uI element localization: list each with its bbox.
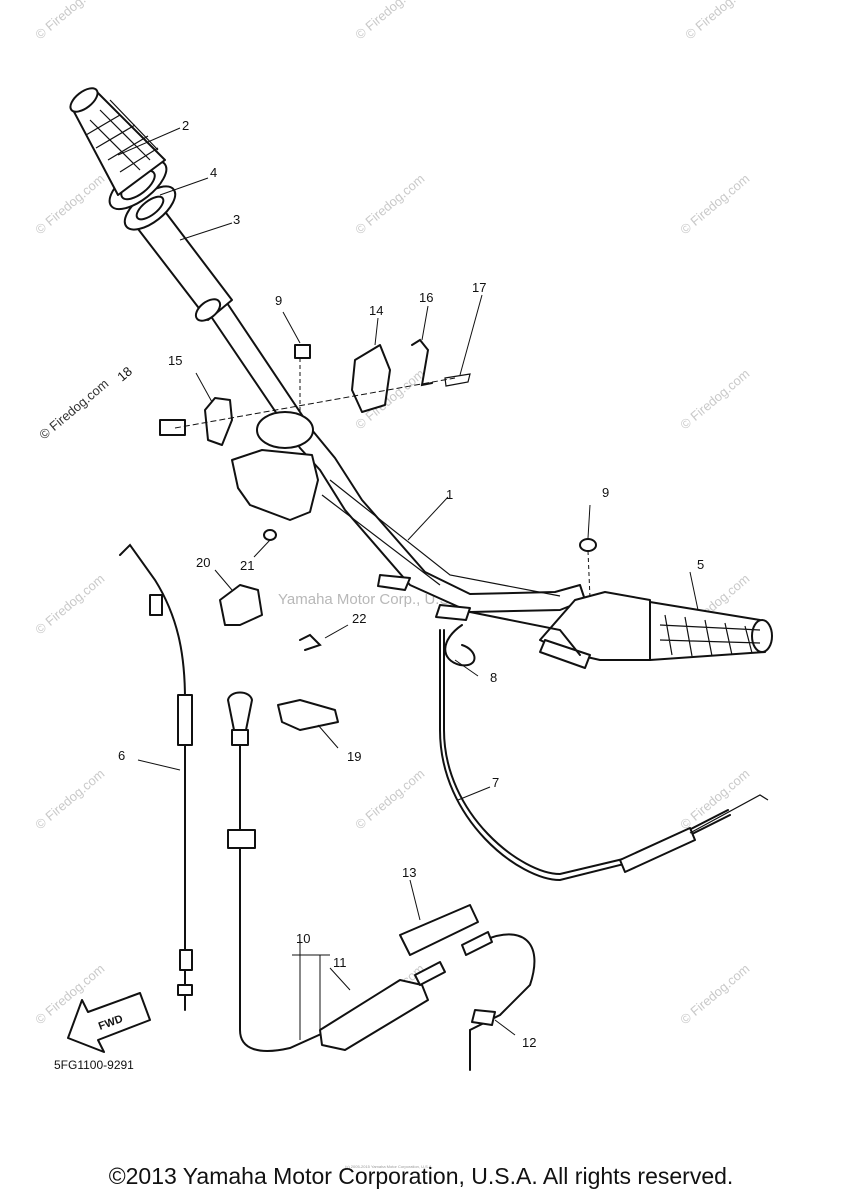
callout-label: 7	[492, 775, 499, 790]
watermark: © Firedog.com	[352, 766, 427, 832]
callout-label: 4	[210, 165, 217, 180]
fwd-arrow: FWD	[67, 992, 151, 1053]
watermark: © Firedog.com	[32, 571, 107, 637]
callout-label: 8	[490, 670, 497, 685]
callout-label: 1	[446, 487, 453, 502]
copyright-footer: ©2013 Yamaha Motor Corporation, U.S.A. A…	[108, 1163, 734, 1189]
left-grip	[69, 87, 233, 322]
callout-label: 5	[697, 557, 704, 572]
callout-label: 12	[522, 1035, 536, 1050]
watermark: © Firedog.com	[677, 366, 752, 432]
callout-label: 2	[182, 118, 189, 133]
watermark: © Firedog.com	[352, 171, 427, 237]
callout-label: 6	[118, 748, 125, 763]
callout-labels: 2 4 3 9 14 16 17 15 18 1 9 5 20 21 22 8 …	[114, 118, 704, 1050]
watermark: © Firedog.com	[677, 961, 752, 1027]
callout-leaders	[117, 127, 699, 1040]
right-grip-assembly	[539, 538, 773, 669]
callout-label: 18	[114, 364, 135, 385]
callout-label: 19	[347, 749, 361, 764]
callout-label: 14	[369, 303, 383, 318]
watermark: © Firedog.com	[682, 0, 757, 42]
watermark: © Firedog.com	[32, 0, 107, 42]
watermark: © Firedog.com	[32, 766, 107, 832]
callout-label: 3	[233, 212, 240, 227]
watermark: © Firedog.com	[36, 376, 111, 442]
watermark: © Firedog.com	[352, 0, 427, 42]
clamp-parts	[159, 338, 471, 446]
callout-label: 17	[472, 280, 486, 295]
watermark-center: Yamaha Motor Corp., U.S.A.	[278, 591, 468, 608]
callout-label: 9	[275, 293, 282, 308]
callout-label: 15	[168, 353, 182, 368]
callout-label: 22	[352, 611, 366, 626]
callout-label: 9	[602, 485, 609, 500]
callout-label: 10	[296, 931, 310, 946]
left-switch-housing	[231, 411, 319, 541]
callout-label: 11	[333, 955, 347, 970]
handlebar	[207, 299, 586, 613]
callout-label: 16	[419, 290, 433, 305]
cable-assemblies	[119, 543, 769, 1071]
watermark: © Firedog.com	[32, 171, 107, 237]
watermark: © Firedog.com	[677, 171, 752, 237]
callout-label: 21	[240, 558, 254, 573]
callout-label: 13	[402, 865, 416, 880]
diagram-code: 5FG1100-9291	[54, 1058, 134, 1072]
tiny-copyright: (c) 2005-2015 Yamaha Motor Corporation, …	[345, 1164, 433, 1169]
callout-label: 20	[196, 555, 210, 570]
